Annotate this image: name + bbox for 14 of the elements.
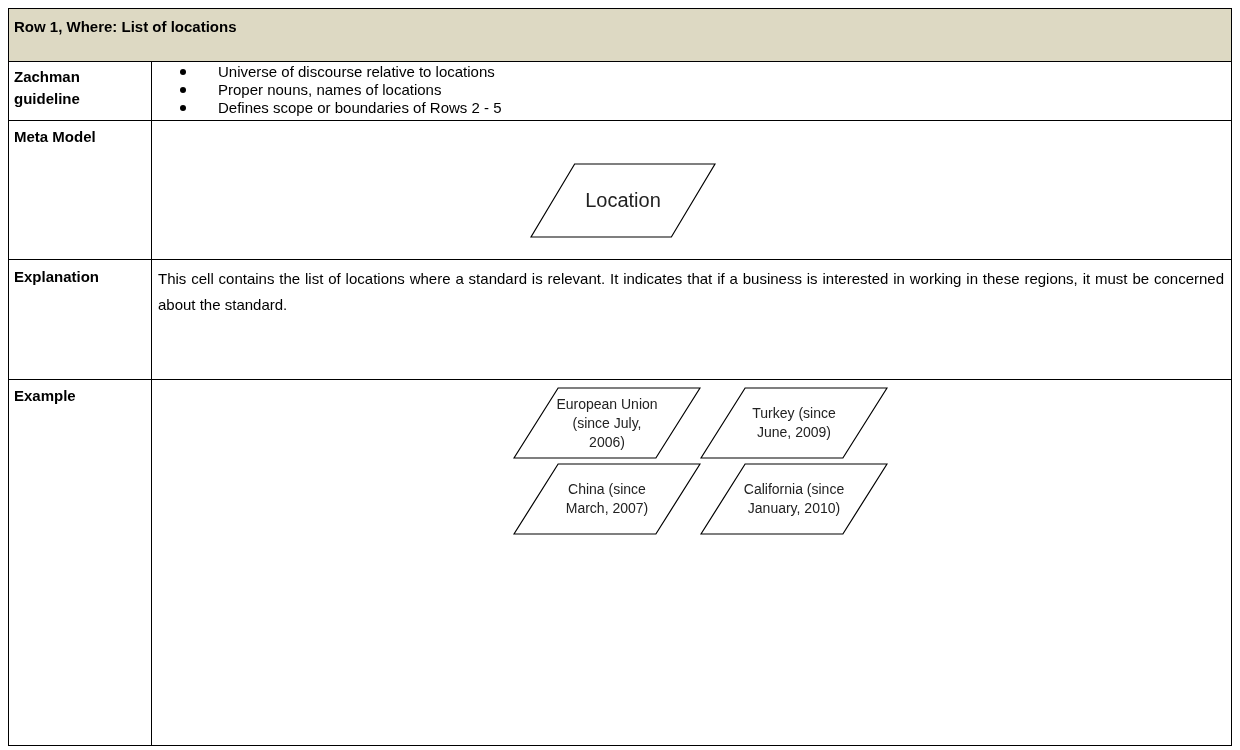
bullet-item: Defines scope or boundaries of Rows 2 - 5 <box>170 99 502 117</box>
bullet-item: Universe of discourse relative to locations <box>170 63 495 81</box>
bullet-item: Proper nouns, names of locations <box>170 81 442 99</box>
table-title: Row 1, Where: List of locations <box>14 18 238 35</box>
parallelogram-shape: European Union (since July, 2006) <box>513 387 701 459</box>
parallelogram-shape: China (since March, 2007) <box>513 463 701 535</box>
parallelogram-shape: California (since January, 2010) <box>700 463 888 535</box>
parallelogram-shape: Turkey (since June, 2009) <box>700 387 888 459</box>
row-header: Meta Model <box>14 127 97 147</box>
parallelogram-shape: Location <box>530 163 716 238</box>
row-header: Zachman guideline <box>14 67 81 109</box>
row-header: Example <box>14 386 77 406</box>
paragraph-text: This cell contains the list of locations where a standard is relevant. It indicates that if a business is interested in working in these regions, it must be concerned about the standard. <box>158 269 1224 315</box>
row-header: Explanation <box>14 267 100 287</box>
